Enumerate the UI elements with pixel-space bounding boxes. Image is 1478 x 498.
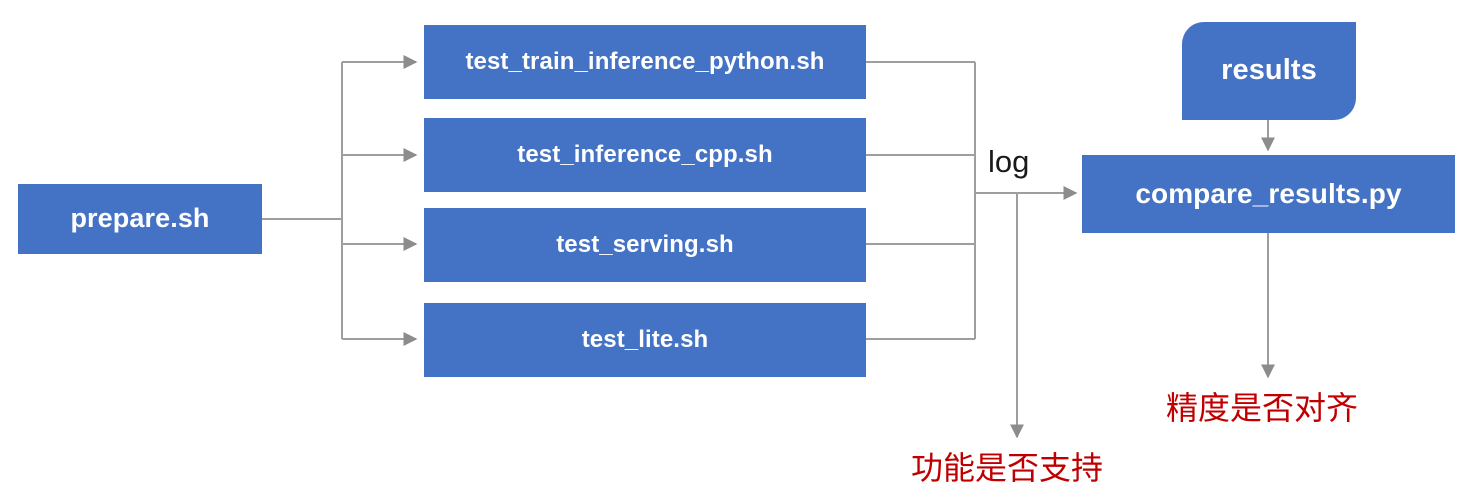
node-prepare-sh[interactable]: prepare.sh [18, 184, 262, 254]
note-function-support: 功能是否支持 [911, 443, 1103, 489]
note-precision-aligned: 精度是否对齐 [1166, 383, 1358, 429]
node-test-serving-sh[interactable]: test_serving.sh [424, 208, 866, 282]
node-test-inference-cpp-sh[interactable]: test_inference_cpp.sh [424, 118, 866, 192]
node-results[interactable]: results [1182, 22, 1356, 120]
node-results-label: results [1221, 54, 1317, 87]
node-compare-results-py[interactable]: compare_results.py [1082, 155, 1455, 233]
node-test-train-inference-python-sh-label: test_train_inference_python.sh [465, 48, 825, 76]
edge-label-log-text: log [988, 144, 1030, 179]
node-test-lite-sh-label: test_lite.sh [581, 326, 709, 354]
node-test-inference-cpp-sh-label: test_inference_cpp.sh [517, 141, 773, 169]
node-prepare-sh-label: prepare.sh [70, 203, 210, 234]
edge-label-log: log [988, 144, 1029, 180]
node-test-serving-sh-label: test_serving.sh [556, 231, 734, 259]
node-test-lite-sh[interactable]: test_lite.sh [424, 303, 866, 377]
note-function-support-text: 功能是否支持 [911, 450, 1104, 486]
node-test-train-inference-python-sh[interactable]: test_train_inference_python.sh [424, 25, 866, 99]
note-precision-aligned-text: 精度是否对齐 [1166, 390, 1359, 426]
node-compare-results-py-label: compare_results.py [1135, 177, 1402, 209]
